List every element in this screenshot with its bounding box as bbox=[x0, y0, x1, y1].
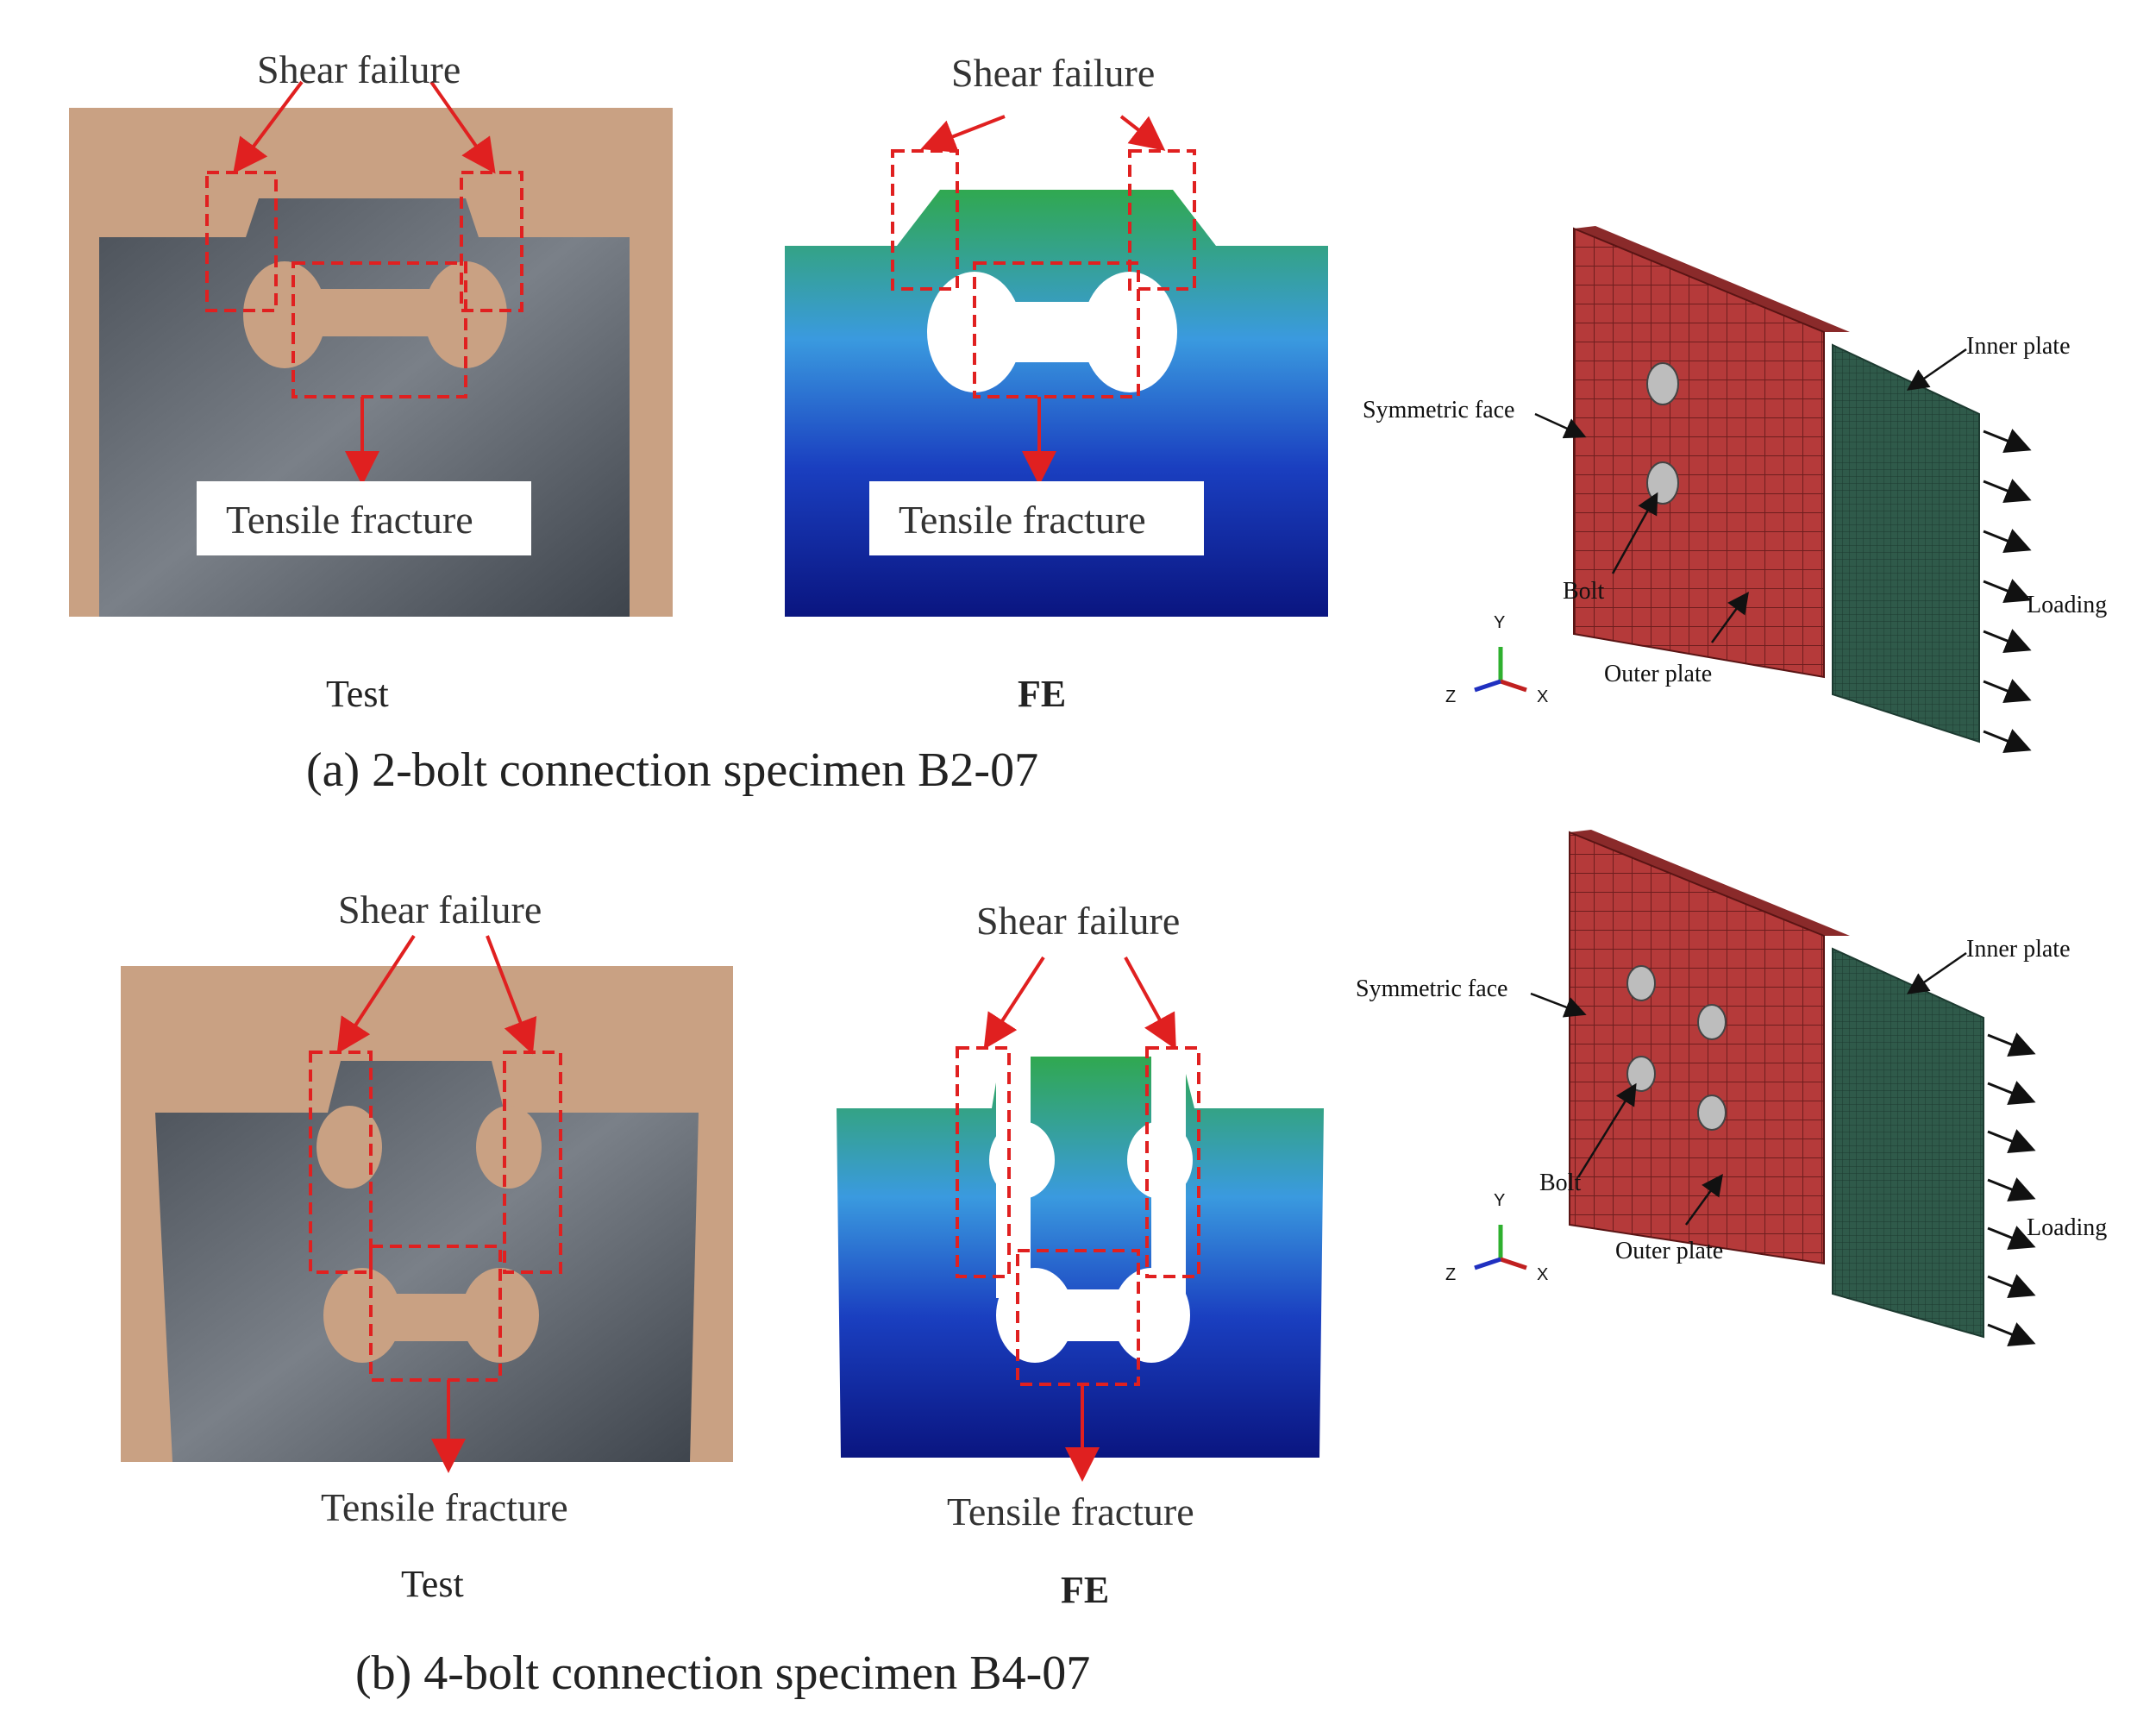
panel-a-model-leaders bbox=[1534, 348, 1967, 643]
panel-a-fe-shear-label: Shear failure bbox=[951, 51, 1156, 95]
panel-b-inner-plate-label: Inner plate bbox=[1966, 936, 2071, 963]
panel-a-fe-label: FE bbox=[1018, 673, 1067, 715]
panel-b-bolt-label: Bolt bbox=[1539, 1170, 1582, 1196]
panel-b-axis-z: Z bbox=[1445, 1265, 1457, 1284]
panel-a-inner-plate-label: Inner plate bbox=[1966, 333, 2071, 360]
panel-a-test-tensile-box bbox=[197, 481, 531, 555]
panel-b-test-tensile-label: Tensile fracture bbox=[321, 1485, 568, 1529]
panel-b-fe-result bbox=[837, 1057, 1324, 1458]
panel-a-fe-tensile-box bbox=[869, 481, 1204, 555]
panel-a-axis-triad bbox=[1474, 647, 1527, 693]
panel-a-fe-model bbox=[1573, 226, 1980, 743]
panel-b-loading-arrows bbox=[1987, 1032, 2036, 1347]
panel-b-test-arrows bbox=[336, 934, 537, 1473]
panel-a-caption: (a) 2-bolt connection specimen B2-07 bbox=[306, 743, 1039, 797]
panel-b-axis-y: Y bbox=[1494, 1191, 1506, 1210]
panel-b-axis-triad bbox=[1474, 1225, 1527, 1270]
panel-b-model-leaders bbox=[1530, 951, 1967, 1226]
panel-b-loading-label: Loading bbox=[2027, 1214, 2108, 1241]
panel-a-axis-y: Y bbox=[1494, 613, 1506, 632]
panel-b-fe-label: FE bbox=[1061, 1569, 1110, 1611]
panel-a-symmetric-face-label: Symmetric face bbox=[1363, 397, 1515, 423]
panel-b-caption: (b) 4-bolt connection specimen B4-07 bbox=[355, 1647, 1091, 1700]
panel-a-axis-z: Z bbox=[1445, 687, 1457, 706]
panel-b-test-label: Test bbox=[401, 1563, 464, 1605]
panel-a-test-tensile-label: Tensile fracture bbox=[226, 498, 473, 542]
panel-a-test-shear-label: Shear failure bbox=[257, 47, 461, 91]
panel-b-fe-model bbox=[1569, 830, 1984, 1339]
panel-a-outer-plate-label: Outer plate bbox=[1604, 661, 1713, 687]
panel-b-fe-tensile-label: Tensile fracture bbox=[947, 1490, 1194, 1534]
panel-b-symmetric-face-label: Symmetric face bbox=[1356, 975, 1508, 1002]
panel-a-axis-x: X bbox=[1537, 687, 1549, 706]
panel-b-test-shear-label: Shear failure bbox=[338, 888, 542, 932]
panel-b-test-photo bbox=[121, 966, 733, 1462]
panel-a-fe-arrows bbox=[920, 115, 1166, 486]
panel-b-outer-plate-label: Outer plate bbox=[1615, 1238, 1724, 1264]
panel-a-test-label: Test bbox=[326, 673, 389, 715]
panel-b-fe-arrows bbox=[983, 956, 1176, 1482]
panel-b-axis-x: X bbox=[1537, 1265, 1549, 1284]
panel-a-loading-arrows bbox=[1983, 429, 2032, 754]
panel-a-bolt-label: Bolt bbox=[1563, 578, 1605, 605]
panel-a-fe-tensile-label: Tensile fracture bbox=[899, 498, 1146, 542]
panel-b-fe-shear-label: Shear failure bbox=[976, 899, 1181, 943]
panel-a-test-arrows bbox=[233, 80, 496, 486]
panel-a-fe-annotations bbox=[891, 149, 1196, 398]
panel-a-loading-label: Loading bbox=[2027, 592, 2108, 618]
